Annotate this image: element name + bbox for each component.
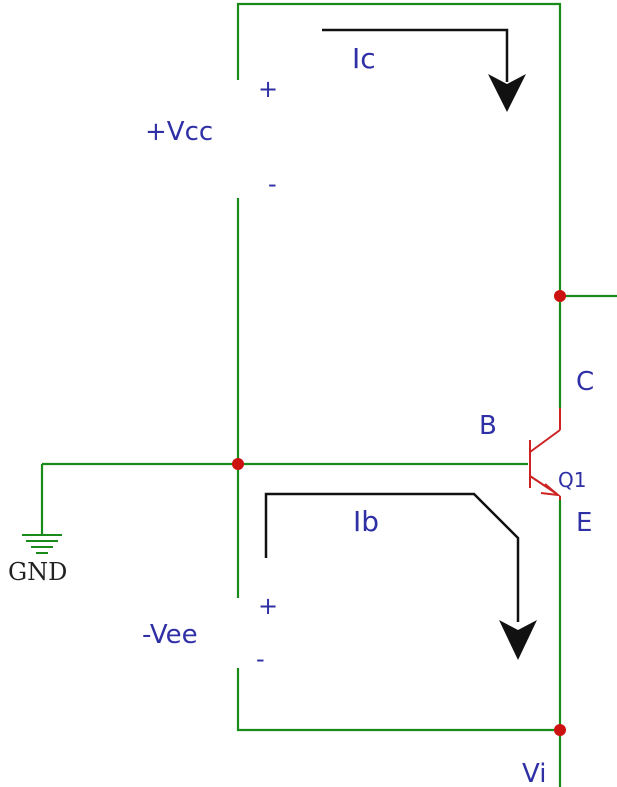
junction-base (232, 458, 244, 470)
ib-arrow-icon (264, 492, 537, 660)
q1-label: Q1 (558, 468, 586, 492)
vee-plus-sign: + (258, 592, 278, 620)
transistor-q1 (529, 408, 562, 500)
wires (40, 2, 617, 787)
ic-arrow-icon (322, 28, 526, 112)
collector-label: C (576, 367, 594, 397)
base-label: B (479, 411, 497, 441)
vee-label: -Vee (142, 620, 198, 650)
emitter-arrow-icon (540, 483, 562, 497)
ib-label: Ib (353, 505, 379, 538)
junction-output (554, 290, 566, 302)
vee-minus-sign: - (256, 645, 265, 673)
ic-label: Ic (352, 42, 376, 75)
ground-icon (22, 534, 62, 554)
vi-label: Vi (522, 759, 546, 787)
vcc-label: +Vcc (145, 117, 213, 147)
junction-vi (554, 724, 566, 736)
vee-bottom-wire (236, 668, 560, 732)
vcc-plus-sign: + (258, 75, 278, 103)
transistor-collector-leg (529, 429, 561, 453)
junctions (232, 290, 566, 736)
ground-label: GND (8, 558, 67, 586)
vcc-minus-sign: - (268, 170, 277, 198)
top-wire (236, 2, 562, 296)
emitter-label: E (576, 508, 592, 538)
